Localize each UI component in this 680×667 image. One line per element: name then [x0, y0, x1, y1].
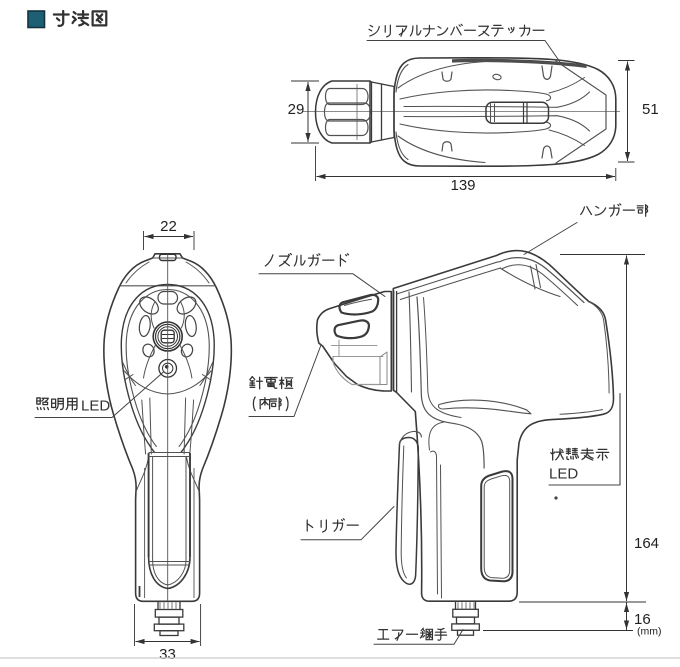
svg-text:(mm): (mm) [637, 626, 662, 638]
svg-text:LED: LED [549, 466, 578, 483]
svg-text:29: 29 [288, 101, 305, 118]
svg-text:51: 51 [642, 101, 659, 118]
svg-text:LED: LED [81, 398, 110, 415]
svg-text:139: 139 [450, 177, 475, 194]
svg-text:16: 16 [634, 611, 651, 628]
svg-text:22: 22 [160, 218, 177, 235]
svg-text:33: 33 [159, 646, 176, 662]
svg-text:164: 164 [634, 535, 659, 552]
